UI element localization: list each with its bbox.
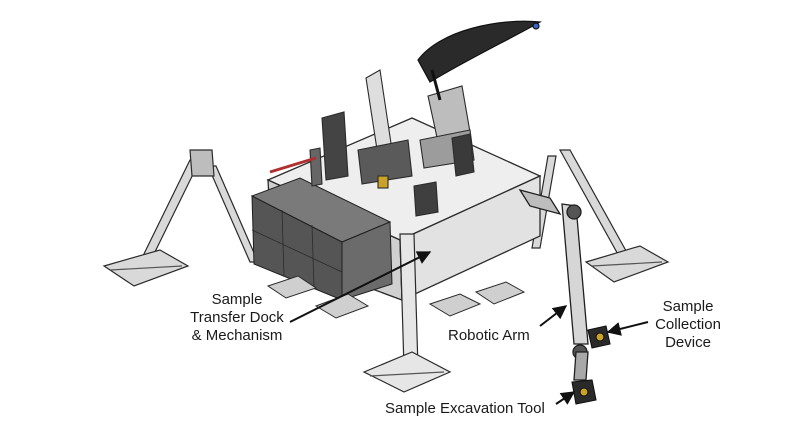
collection-device-label-line2: Collection [655, 316, 721, 333]
transfer-dock-arrow [289, 251, 432, 323]
robotic-arm-label: Robotic Arm [448, 327, 530, 344]
right-leg [531, 149, 670, 283]
front-leg [362, 233, 452, 393]
transfer-dock-label-line2: Transfer Dock [190, 309, 284, 326]
panel-block [250, 177, 393, 301]
transfer-dock-label: Sample Transfer Dock & Mechanism [172, 291, 302, 345]
antenna [417, 20, 542, 101]
collection-device-label-line1: Sample [662, 298, 714, 315]
sample-collection-device-graphic [587, 325, 611, 349]
left-leg [102, 149, 259, 287]
collection-device-label-line3: Device [665, 334, 711, 351]
collection-device-arrow [606, 321, 649, 336]
callout-arrows [289, 251, 649, 405]
transfer-dock-label-line1: Sample [211, 291, 263, 308]
transfer-dock-label-line3: & Mechanism [191, 327, 283, 344]
footpads [266, 275, 526, 319]
robotic-arm-arrow [539, 305, 568, 327]
sample-excavation-tool-graphic [571, 379, 597, 405]
excavation-tool-arrow [555, 391, 576, 405]
excavation-tool-label: Sample Excavation Tool [385, 400, 545, 417]
collection-device-label: Sample Collection Device [648, 298, 728, 352]
robotic-arm [518, 188, 589, 381]
